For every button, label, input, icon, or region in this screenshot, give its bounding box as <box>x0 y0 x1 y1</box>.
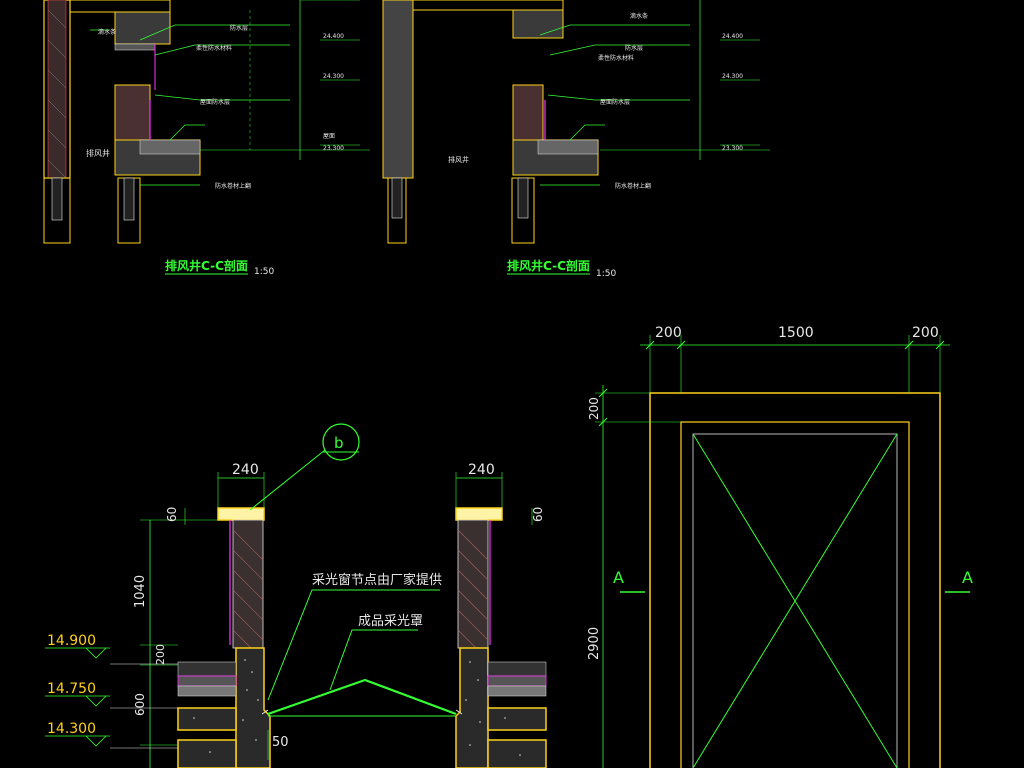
mid-level-0: 24.400 <box>722 33 743 40</box>
door-dim-200-vertical: 200 <box>587 397 601 420</box>
left-roof-label: 屋面 <box>323 133 335 140</box>
dim-60-left: 60 <box>165 507 179 522</box>
left-level-1: 24.300 <box>323 73 344 80</box>
mid-level-1: 24.300 <box>722 73 743 80</box>
left-section-drawing <box>43 0 370 244</box>
mid-section-drawing <box>382 0 770 244</box>
elevation-14-300: 14.300 <box>47 721 96 737</box>
dim-200-vertical: 200 <box>154 644 167 665</box>
callout-label: b <box>334 434 344 452</box>
mid-shaft-label: 排风井 <box>448 155 469 164</box>
dim-240-left: 240 <box>232 462 259 478</box>
door-dim-2900: 2900 <box>587 627 602 660</box>
dim-1040: 1040 <box>133 575 148 608</box>
left-section-title: 排风井C-C剖面 <box>165 258 248 273</box>
door-dim-1500: 1500 <box>778 325 814 341</box>
elevation-14-900: 14.900 <box>47 633 96 649</box>
mid-note-3: 屋面防水层 <box>600 98 630 106</box>
left-note-2: 柔性防水材料 <box>196 44 232 52</box>
door-dim-200-right: 200 <box>912 325 939 341</box>
section-mark-left: A <box>613 568 624 587</box>
section-mark-right: A <box>962 568 973 587</box>
left-section-scale: 1:50 <box>254 267 274 277</box>
left-note-1: 防水层 <box>230 24 248 32</box>
left-note-4: 防水卷材上翻 <box>215 182 251 190</box>
left-level-2: 23.300 <box>323 145 344 152</box>
elevation-14-750: 14.750 <box>47 681 96 697</box>
door-elevation-drawing <box>595 335 970 768</box>
skylight-section-drawing <box>45 423 547 768</box>
left-note-3: 屋面防水层 <box>200 98 230 106</box>
dim-240-right: 240 <box>468 462 495 478</box>
mid-note-4: 防水卷材上翻 <box>615 182 651 190</box>
mid-level-2: 23.300 <box>722 145 743 152</box>
left-level-0: 24.400 <box>323 33 344 40</box>
left-shaft-label: 排风井 <box>86 148 110 158</box>
mid-note-0: 滴水条 <box>630 12 648 20</box>
door-dim-200-left: 200 <box>655 325 682 341</box>
mid-section-title: 排风井C-C剖面 <box>507 258 590 273</box>
mid-note-1: 防水层 <box>625 44 643 52</box>
mid-section-scale: 1:50 <box>596 269 616 279</box>
dim-50: 50 <box>272 735 289 750</box>
dim-600: 600 <box>133 693 147 716</box>
mid-note-2: 柔性防水材料 <box>598 54 634 62</box>
skylight-note-2: 成品采光罩 <box>358 614 423 629</box>
left-note-0: 滴水条 <box>98 28 116 36</box>
dim-60-right: 60 <box>531 507 545 522</box>
skylight-note-1: 采光窗节点由厂家提供 <box>312 572 442 588</box>
